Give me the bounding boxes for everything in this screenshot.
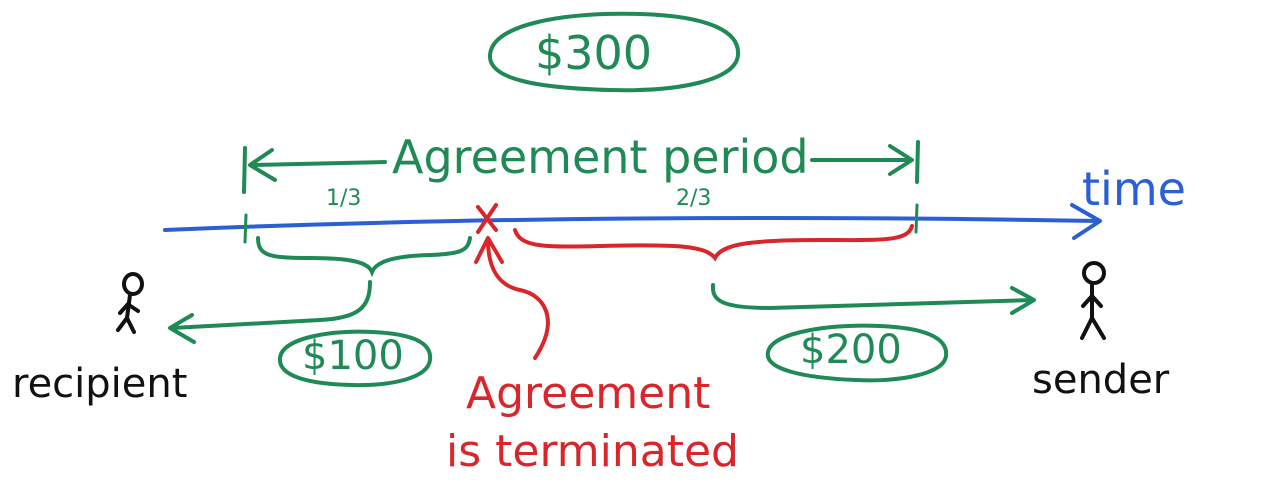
first-fraction-label: 1/3 (326, 186, 362, 211)
total-amount-ellipse (488, 11, 741, 93)
timeline-end-tick (914, 203, 919, 234)
sender-figure-icon (1080, 261, 1106, 340)
sender-payout-arrow (710, 283, 1034, 311)
recipient-label: recipient (12, 361, 188, 407)
recipient-payout-arrowhead (168, 313, 196, 344)
termination-mark (476, 203, 498, 234)
termination-pointer-arrow (486, 238, 550, 360)
sender-amount-label: $200 (800, 327, 902, 373)
period-end-tick (915, 140, 920, 184)
total-amount-label: $300 (535, 26, 653, 80)
sender-amount-ellipse (765, 323, 949, 383)
time-axis-label: time (1082, 162, 1186, 216)
period-start-tick (242, 146, 247, 194)
time-axis-line (163, 215, 1100, 232)
recipient-payout-arrow (170, 280, 372, 330)
time-axis-arrowhead (1070, 203, 1102, 240)
recipient-amount-ellipse (277, 329, 433, 388)
first-third-brace (256, 236, 472, 278)
period-right-arrowhead (888, 144, 914, 176)
period-left-arrow (250, 160, 387, 167)
termination-label-line2: is terminated (446, 426, 739, 477)
agreement-period-label: Agreement period (392, 130, 809, 184)
recipient-amount-label: $100 (302, 333, 404, 379)
termination-label-line1: Agreement (466, 368, 711, 419)
remaining-brace (513, 224, 914, 262)
sender-label: sender (1032, 357, 1170, 403)
second-fraction-label: 2/3 (676, 186, 712, 211)
termination-pointer-arrowhead (474, 236, 504, 264)
period-left-arrowhead (248, 148, 277, 182)
timeline-start-tick (243, 213, 248, 244)
recipient-figure-icon (116, 272, 144, 334)
sender-payout-arrowhead (1010, 286, 1036, 315)
